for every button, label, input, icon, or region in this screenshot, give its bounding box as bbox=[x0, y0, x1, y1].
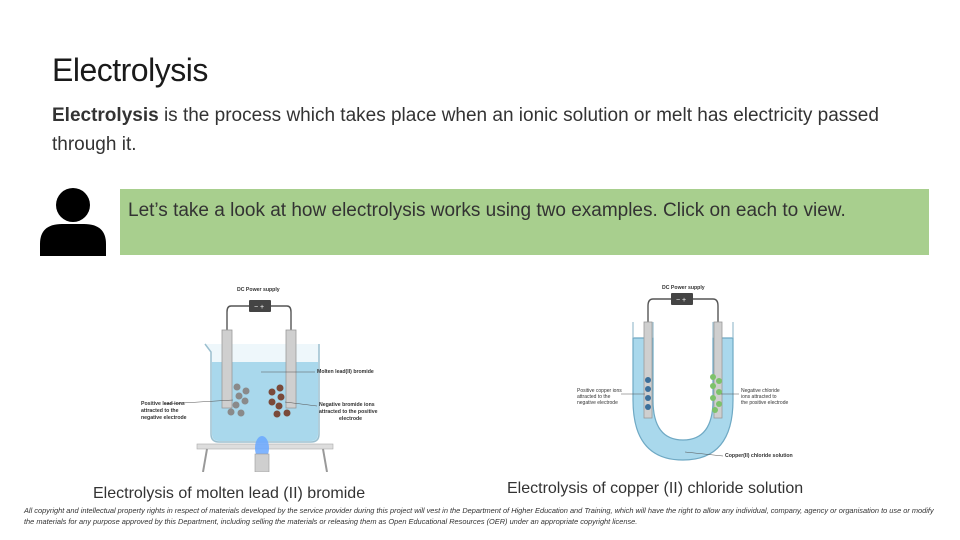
chloride-ions bbox=[710, 374, 722, 413]
chloride-label-1: Negative chloride bbox=[741, 388, 780, 394]
power-supply-label-2: DC Power supply bbox=[662, 285, 705, 291]
burner bbox=[254, 453, 270, 472]
negative-ions-label-3: electrode bbox=[339, 416, 362, 422]
electrode-negative-2 bbox=[643, 321, 653, 419]
caption-lead-bromide[interactable]: Electrolysis of molten lead (II) bromide bbox=[93, 485, 366, 502]
svg-text:− +: − + bbox=[254, 304, 264, 311]
person-icon bbox=[40, 188, 106, 256]
positive-ions-label-1: Positive lead ions bbox=[141, 401, 185, 407]
copper-label-2: attracted to the bbox=[577, 394, 611, 400]
solution-label: Copper(II) chloride solution bbox=[725, 453, 793, 459]
electrode-negative bbox=[221, 329, 233, 409]
copper-chloride-diagram[interactable]: DC Power supply − + Positive copper ions… bbox=[573, 282, 793, 462]
positive-ions-label-3: negative electrode bbox=[141, 415, 187, 421]
instruction-callout: Let’s take a look at how electrolysis wo… bbox=[120, 189, 929, 255]
negative-ions-label-1: Negative bromide ions bbox=[319, 402, 375, 408]
caption-copper-chloride[interactable]: Electrolysis of copper (II) chloride sol… bbox=[507, 480, 804, 497]
wire-left-2 bbox=[647, 298, 671, 322]
power-supply-box-2 bbox=[671, 293, 693, 305]
electrolyte-label: Molten lead(II) bromide bbox=[317, 369, 374, 375]
u-tube bbox=[632, 337, 734, 461]
power-supply-label: DC Power supply bbox=[237, 287, 280, 293]
chloride-label-3: the positive electrode bbox=[741, 400, 788, 406]
lead-bromide-diagram[interactable]: DC Power supply − + Molten lead(II) brom… bbox=[135, 282, 395, 472]
svg-text:− +: − + bbox=[676, 297, 686, 304]
intro-text: is the process which takes place when an… bbox=[52, 105, 879, 155]
intro-paragraph: Electrolysis is the process which takes … bbox=[52, 101, 932, 159]
wire-left bbox=[226, 305, 249, 330]
power-supply-box bbox=[249, 300, 271, 312]
electrode-positive-2 bbox=[713, 321, 723, 419]
wire-right bbox=[271, 305, 292, 330]
wire-right-2 bbox=[693, 298, 719, 322]
chloride-label-2: ions attracted to bbox=[741, 394, 777, 400]
negative-ions-label-2: attracted to the positive bbox=[319, 409, 378, 415]
copper-label-3: negative electrode bbox=[577, 400, 618, 406]
electrode-positive bbox=[285, 329, 297, 409]
copyright-footer: All copyright and intellectual property … bbox=[24, 506, 934, 526]
slide-title: Electrolysis bbox=[52, 52, 208, 88]
copper-label-1: Positive copper ions bbox=[577, 388, 622, 394]
positive-ions-label-2: attracted to the bbox=[141, 408, 179, 414]
bromide-ions bbox=[268, 384, 291, 418]
copper-ions bbox=[645, 377, 651, 410]
lead-ions bbox=[227, 383, 250, 417]
intro-bold-term: Electrolysis bbox=[52, 105, 159, 126]
